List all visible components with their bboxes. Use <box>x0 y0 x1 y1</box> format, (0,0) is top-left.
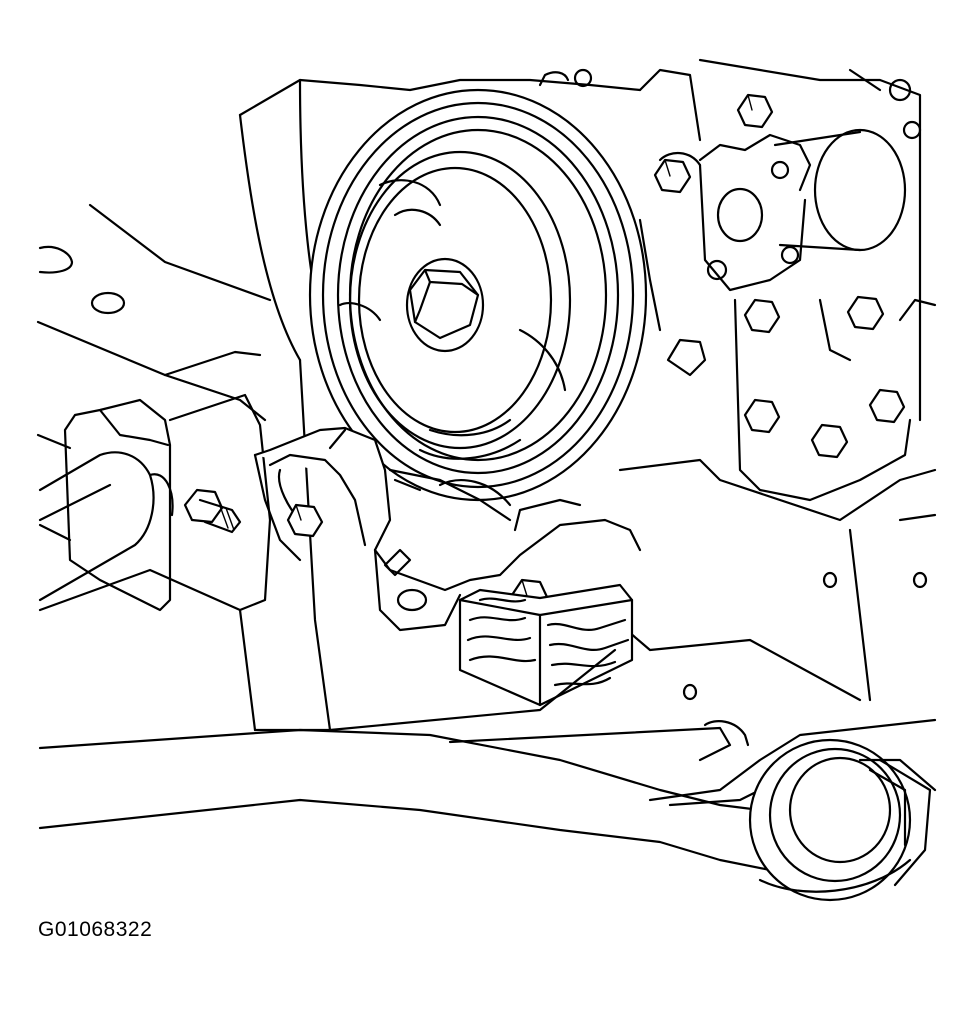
mount-bolt-upper <box>286 503 324 538</box>
frame-rail <box>36 203 272 732</box>
pump-housing <box>638 128 907 332</box>
block-bolt-1 <box>736 93 774 129</box>
wood-block-support <box>458 583 634 707</box>
block-bolt-4 <box>846 295 885 331</box>
timing-pin <box>666 338 707 377</box>
left-mount-nut <box>183 488 242 534</box>
engine-mount-bracket <box>253 426 642 632</box>
block-bolt-5 <box>743 398 781 434</box>
lower-cover <box>733 298 937 502</box>
block-bolt-2 <box>653 158 692 194</box>
figure-id-label: G01068322 <box>38 918 153 941</box>
block-bolt-3 <box>743 298 781 334</box>
block-bolt-7 <box>810 423 849 459</box>
pulley-center-bolt <box>405 257 485 353</box>
left-mount-bracket <box>38 393 272 612</box>
block-bolt-6 <box>868 388 906 424</box>
lower-bushing <box>748 738 937 902</box>
